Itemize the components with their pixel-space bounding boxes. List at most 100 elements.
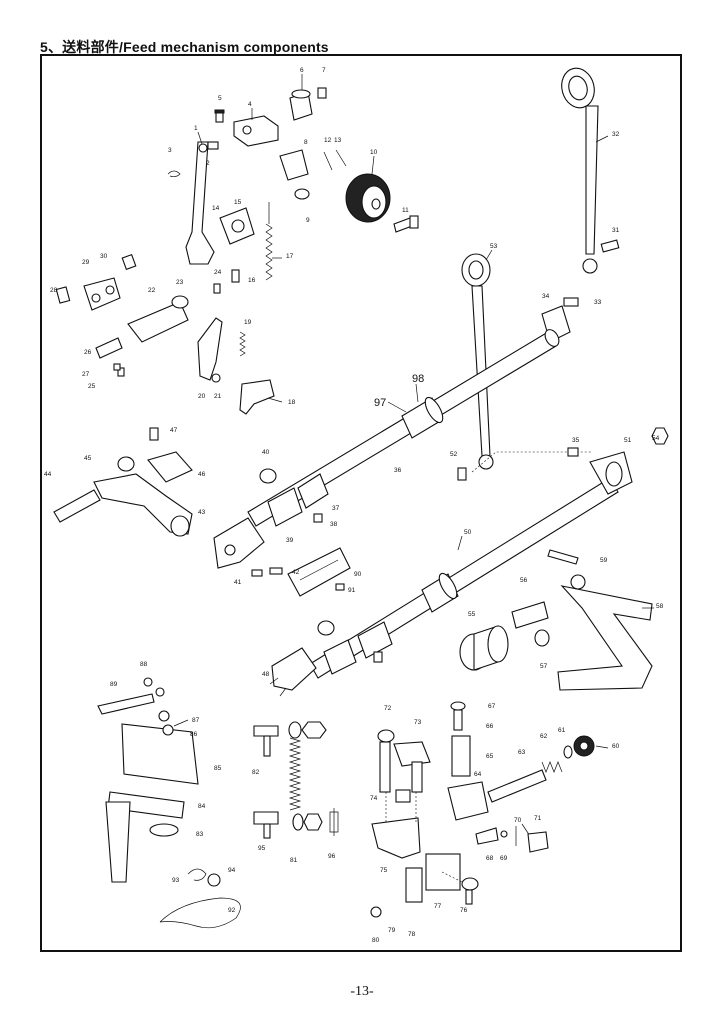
callout-labels: 1 2 3 4 5 6 7 8 9 10 11 12 13 14 15 16 1… — [44, 67, 664, 944]
callout-label: 69 — [500, 855, 508, 862]
callout-label: 29 — [82, 259, 90, 266]
callout-label: 5 — [218, 95, 222, 102]
main-feed-shaft — [213, 329, 560, 597]
callout-label: 7 — [322, 67, 326, 74]
callout-label: 46 — [198, 471, 206, 478]
callout-label: 57 — [540, 663, 548, 670]
callout-label: 64 — [474, 771, 482, 778]
callout-label: 40 — [262, 449, 270, 456]
callout-label: 78 — [408, 931, 416, 938]
exploded-parts-diagram: 1 2 3 4 5 6 7 8 9 10 11 12 13 14 15 16 1… — [40, 54, 682, 952]
callout-label: 59 — [600, 557, 608, 564]
callout-label: 4 — [248, 101, 252, 108]
callout-label: 44 — [44, 471, 52, 478]
callout-label: 67 — [488, 703, 496, 710]
callout-label: 30 — [100, 253, 108, 260]
callout-label: 15 — [234, 199, 242, 206]
page-title: 5、送料部件/Feed mechanism components — [40, 39, 329, 55]
callout-label: 66 — [486, 723, 494, 730]
callout-label: 8 — [304, 139, 308, 146]
callout-label: 81 — [290, 857, 298, 864]
callout-label: 31 — [612, 227, 620, 234]
callout-label: 53 — [490, 243, 498, 250]
lever-group — [53, 427, 193, 537]
callout-label: 94 — [228, 867, 236, 874]
callout-label: 98 — [412, 373, 424, 385]
callout-label: 56 — [520, 577, 528, 584]
callout-label: 52 — [450, 451, 458, 458]
callout-label: 22 — [148, 287, 156, 294]
callout-label: 60 — [612, 743, 620, 750]
callout-label: 38 — [330, 521, 338, 528]
callout-label: 54 — [652, 435, 660, 442]
callout-label: 72 — [384, 705, 392, 712]
callout-label: 23 — [176, 279, 184, 286]
callout-label: 20 — [198, 393, 206, 400]
callout-label: 47 — [170, 427, 178, 434]
callout-label: 27 — [82, 371, 90, 378]
callout-label: 26 — [84, 349, 92, 356]
callout-label: 58 — [656, 603, 664, 610]
callout-label: 70 — [514, 817, 522, 824]
callout-label: 19 — [244, 319, 252, 326]
callout-label: 61 — [558, 727, 566, 734]
callout-label: 6 — [300, 67, 304, 74]
callout-label: 35 — [572, 437, 580, 444]
callout-label: 24 — [214, 269, 222, 276]
callout-label: 68 — [486, 855, 494, 862]
callout-label: 84 — [198, 803, 206, 810]
callout-label: 88 — [140, 661, 148, 668]
callout-label: 51 — [624, 437, 632, 444]
callout-label: 1 — [194, 125, 198, 132]
callout-label: 11 — [402, 207, 409, 214]
callout-label: 83 — [196, 831, 204, 838]
callout-label: 37 — [332, 505, 340, 512]
secondary-feed-shaft — [269, 427, 669, 697]
callout-label: 74 — [370, 795, 378, 802]
callout-label: 48 — [262, 671, 270, 678]
callout-label: 92 — [228, 907, 236, 914]
callout-label: 86 — [190, 731, 198, 738]
page-number: -13- — [350, 984, 374, 999]
callout-label: 82 — [252, 769, 260, 776]
callout-label: 14 — [212, 205, 220, 212]
lower-left-bracket-group — [97, 677, 241, 929]
callout-label: 43 — [198, 509, 206, 516]
callout-label: 9 — [306, 217, 310, 224]
callout-label: 12 — [324, 137, 332, 144]
callout-label: 45 — [84, 455, 92, 462]
callout-label: 2 — [206, 160, 210, 167]
callout-label: 76 — [460, 907, 468, 914]
right-crank-group — [459, 549, 653, 691]
callout-label: 41 — [234, 579, 242, 586]
callout-label: 93 — [172, 877, 180, 884]
callout-label: 28 — [50, 287, 58, 294]
callout-label: 36 — [394, 467, 402, 474]
callout-label: 87 — [192, 717, 200, 724]
callout-label: 63 — [518, 749, 526, 756]
callout-label: 85 — [214, 765, 222, 772]
callout-label: 75 — [380, 867, 388, 874]
callout-label: 32 — [612, 131, 620, 138]
lower-right-assembly — [370, 701, 595, 918]
spring-set — [253, 721, 339, 839]
callout-label: 42 — [292, 569, 300, 576]
upper-linkage-group — [55, 87, 419, 415]
callout-label: 39 — [286, 537, 294, 544]
upper-right-arm-group — [457, 67, 620, 481]
callout-label: 17 — [286, 253, 294, 260]
callout-label: 33 — [594, 299, 602, 306]
leader-lines — [173, 74, 654, 749]
callout-label: 62 — [540, 733, 548, 740]
callout-label: 73 — [414, 719, 422, 726]
callout-label: 90 — [354, 571, 362, 578]
callout-label: 89 — [110, 681, 118, 688]
callout-label: 16 — [248, 277, 256, 284]
callout-label: 95 — [258, 845, 266, 852]
callout-label: 55 — [468, 611, 476, 618]
callout-label: 21 — [214, 393, 222, 400]
callout-label: 91 — [348, 587, 356, 594]
callout-label: 25 — [88, 383, 96, 390]
callout-label: 50 — [464, 529, 472, 536]
callout-label: 13 — [334, 137, 342, 144]
